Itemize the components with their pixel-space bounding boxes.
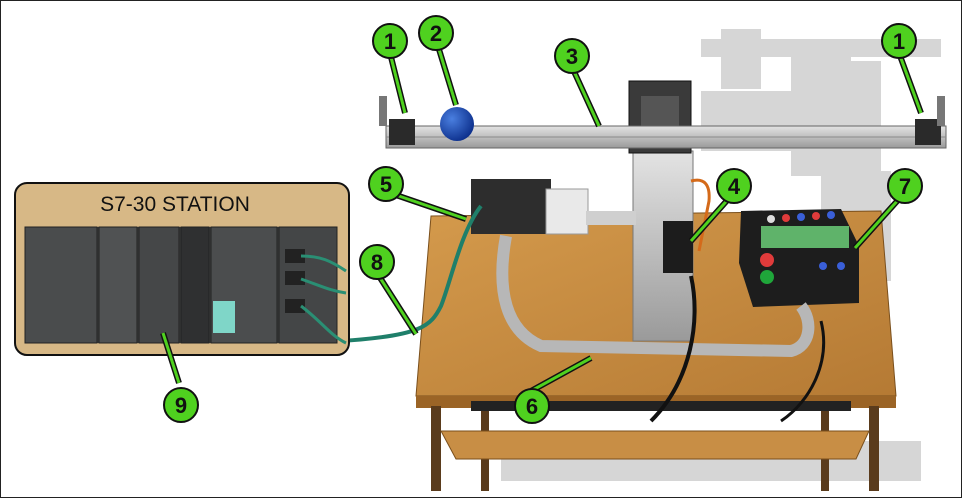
ball xyxy=(440,107,474,141)
callout-5: 5 xyxy=(368,166,404,202)
inset-cable-3 xyxy=(300,304,347,345)
callout-1-right: 1 xyxy=(881,23,917,59)
svg-text:3: 3 xyxy=(566,44,578,69)
inset-title: S7-30 STATION xyxy=(100,193,250,216)
support-post xyxy=(628,80,694,342)
black-cable-2 xyxy=(780,320,826,423)
svg-text:9: 9 xyxy=(175,393,187,418)
plc-station-inset xyxy=(14,182,350,356)
ribbon-cable xyxy=(496,234,815,358)
callout-7: 7 xyxy=(887,168,923,204)
network-cable xyxy=(340,204,483,343)
end-stop-right xyxy=(915,96,945,145)
callout-6: 6 xyxy=(514,388,550,424)
beam xyxy=(385,125,947,149)
svg-text:5: 5 xyxy=(380,172,392,197)
callout-3: 3 xyxy=(554,38,590,74)
callout-2: 2 xyxy=(418,15,454,51)
callout-9: 9 xyxy=(163,387,199,423)
svg-text:1: 1 xyxy=(384,29,396,54)
inset-cable-1 xyxy=(300,254,347,273)
callout-1-left: 1 xyxy=(372,23,408,59)
io-modules xyxy=(471,179,636,235)
svg-text:4: 4 xyxy=(728,174,741,199)
svg-text:8: 8 xyxy=(371,250,383,275)
end-stop-left xyxy=(379,96,415,145)
svg-text:2: 2 xyxy=(430,21,442,46)
callout-4: 4 xyxy=(716,168,752,204)
svg-text:7: 7 xyxy=(899,174,911,199)
servo xyxy=(663,178,711,273)
control-box xyxy=(739,209,859,307)
svg-text:1: 1 xyxy=(893,29,905,54)
inset-cable-2 xyxy=(300,277,347,295)
callout-8: 8 xyxy=(359,244,395,280)
svg-text:6: 6 xyxy=(526,394,538,419)
callout-pointers-inner xyxy=(161,45,923,393)
black-cable xyxy=(649,275,697,423)
